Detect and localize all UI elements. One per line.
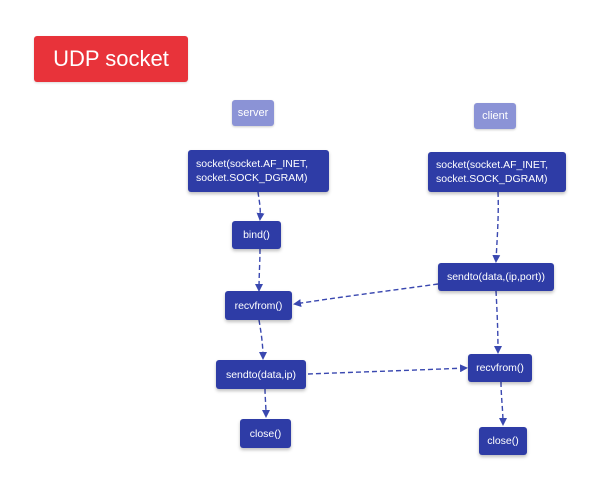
- arrow-server-bind-to-recvfrom: [255, 248, 264, 292]
- server-recvfrom-node: recvfrom(): [225, 291, 292, 320]
- client-sendto-node: sendto(data,(ip,port)): [438, 263, 554, 291]
- arrow-server-socket-to-bind: [256, 191, 265, 221]
- server-label: server: [232, 100, 274, 126]
- page-title: UDP socket: [34, 36, 188, 82]
- arrow-server-recvfrom-to-sendto: [258, 319, 267, 360]
- arrow-server-sendto-to-client-recvfrom: [307, 364, 468, 375]
- client-close-node: close(): [479, 427, 527, 455]
- server-socket-node: socket(socket.AF_INET, socket.SOCK_DGRAM…: [188, 150, 329, 192]
- client-label: client: [474, 103, 516, 129]
- server-sendto-node: sendto(data,ip): [216, 360, 306, 389]
- server-bind-node: bind(): [232, 221, 281, 249]
- client-socket-node: socket(socket.AF_INET, socket.SOCK_DGRAM…: [428, 152, 566, 192]
- arrow-client-recvfrom-to-close: [498, 381, 507, 426]
- server-close-node: close(): [240, 419, 291, 448]
- arrow-client-socket-to-sendto: [492, 191, 501, 263]
- client-recvfrom-node: recvfrom(): [468, 354, 532, 382]
- arrow-client-sendto-to-server-recvfrom: [293, 283, 439, 308]
- arrow-client-sendto-to-recvfrom: [493, 290, 502, 354]
- arrow-server-sendto-to-close: [261, 388, 270, 418]
